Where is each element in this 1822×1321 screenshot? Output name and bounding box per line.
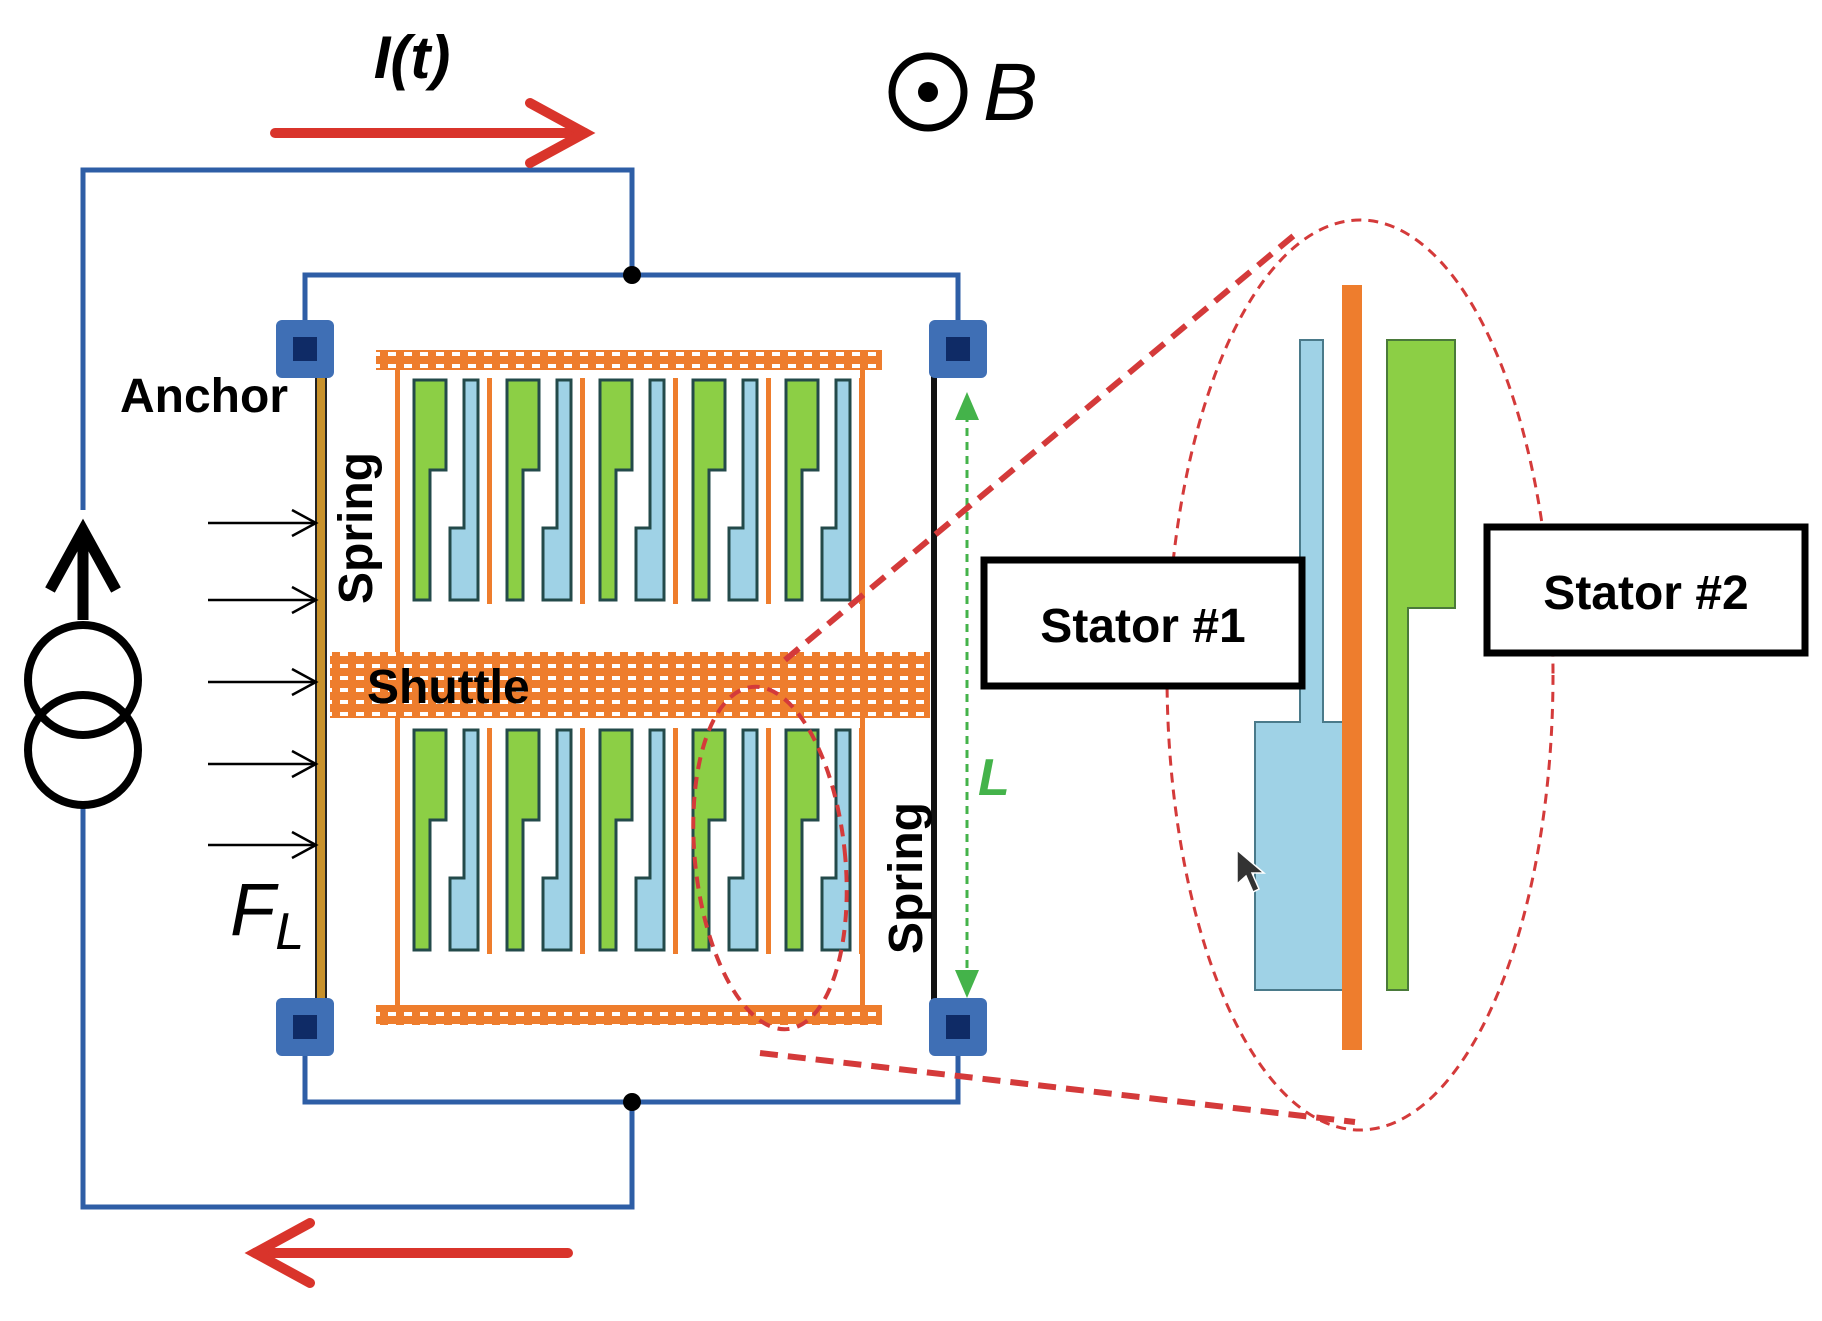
- left-spring: [315, 359, 327, 1009]
- stator2-box: Stator #2: [1483, 523, 1809, 657]
- current-source-icon: [24, 518, 142, 809]
- anchor-label: Anchor: [120, 370, 288, 423]
- top-junction: [623, 266, 641, 284]
- length-label: L: [978, 749, 1010, 807]
- force-label: FL: [230, 868, 304, 961]
- length-marker: [955, 392, 979, 998]
- force-arrows: [208, 508, 319, 860]
- anchor-pads: [276, 320, 987, 1056]
- comb-array-bottom: [393, 726, 865, 956]
- out-of-page-dot-icon: [888, 52, 968, 132]
- bottom-junction: [623, 1093, 641, 1111]
- field-label: B: [983, 47, 1038, 138]
- shuttle-label: Shuttle: [367, 661, 530, 714]
- mouse-pointer-icon: [1236, 848, 1267, 894]
- stator1-label: Stator #1: [1040, 600, 1245, 653]
- comb-array-top: [393, 376, 865, 606]
- current-label: I(t): [374, 24, 451, 91]
- spring-right-label: Spring: [880, 802, 933, 954]
- force-label-sub: L: [275, 903, 304, 961]
- right-spring: [931, 360, 937, 1008]
- spring-left-label: Spring: [330, 452, 383, 604]
- stator1-box: Stator #1: [980, 556, 1306, 690]
- force-label-main: F: [230, 868, 279, 951]
- current-arrow-bottom: [244, 1218, 573, 1288]
- current-arrow-top: [270, 98, 596, 168]
- enlarged-comb-view: [1254, 285, 1456, 1050]
- stator2-label: Stator #2: [1543, 567, 1748, 620]
